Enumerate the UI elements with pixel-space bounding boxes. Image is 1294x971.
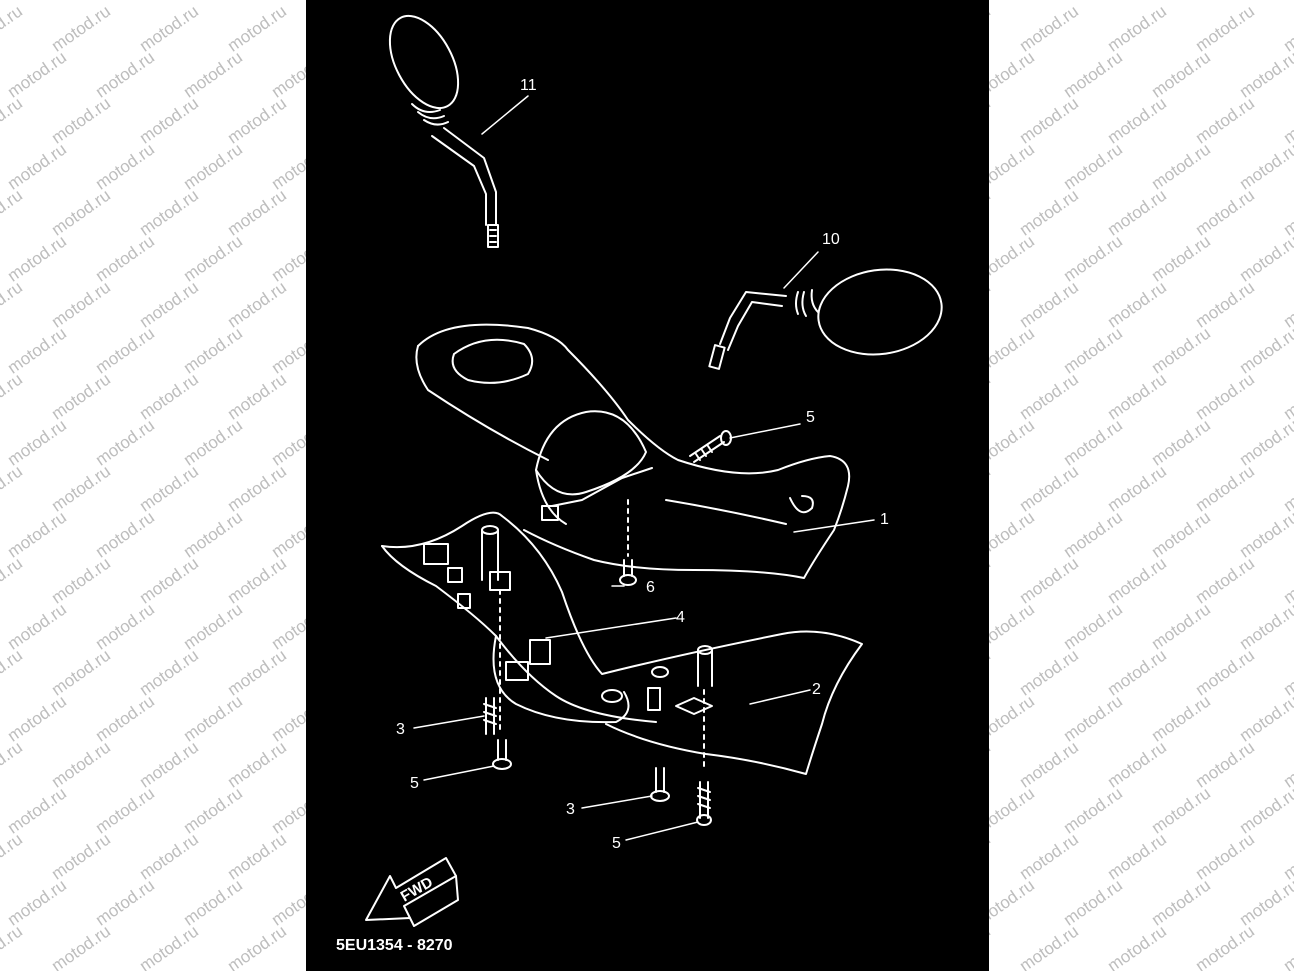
bolt-middle-part: [619, 499, 637, 586]
watermark-text: motod.ru: [0, 645, 26, 700]
watermark-text: motod.ru: [0, 93, 26, 148]
lower-cover-part: [381, 511, 863, 775]
watermark-text: motod.ru: [1192, 921, 1258, 971]
watermark-text: motod.ru: [136, 921, 202, 971]
parts-diagram: [365, 14, 943, 927]
watermark-text: motod.ru: [0, 829, 26, 884]
screws-bottom-part: [650, 767, 712, 826]
diagram-code: 5EU1354 - 8270: [336, 937, 453, 954]
screws-left-part: [483, 697, 512, 770]
callout-2: 2: [812, 681, 821, 698]
upper-cover-part: [415, 323, 851, 579]
mirror-right-part: [708, 268, 943, 370]
watermark-text: motod.ru: [0, 737, 26, 792]
watermark-text: motod.ru: [1104, 921, 1170, 971]
watermark-text: motod.ru: [0, 277, 26, 332]
callout-10: 10: [822, 231, 840, 248]
watermark-text: motod.ru: [0, 369, 26, 424]
watermark-text: motod.ru: [0, 921, 26, 971]
watermark-text: motod.ru: [0, 461, 26, 516]
screw-top-part: [689, 430, 732, 463]
watermark-text: motod.ru: [48, 921, 114, 971]
parts-diagram-panel: 11 10 5 1 6 4 2 3 5 3 5 FWD 5EU1354 - 82…: [306, 0, 989, 971]
callout-3-bottom: 3: [566, 801, 575, 818]
watermark-text: motod.ru: [1016, 921, 1082, 971]
callout-4: 4: [676, 609, 685, 626]
watermark-text: motod.ru: [0, 553, 26, 608]
callout-3-left: 3: [396, 721, 405, 738]
callout-1: 1: [880, 511, 889, 528]
callout-5-top: 5: [806, 409, 815, 426]
watermark-text: motod.ru: [0, 1, 26, 56]
callout-5-bottom: 5: [612, 835, 621, 852]
callout-11: 11: [520, 77, 537, 94]
watermark-text: motod.ru: [224, 921, 290, 971]
mirror-left-part: [388, 14, 499, 248]
leader-lines: [413, 95, 875, 841]
watermark-text: motod.ru: [0, 185, 26, 240]
fwd-arrow: [365, 857, 459, 927]
callout-5-left: 5: [410, 775, 419, 792]
watermark-text: motod.ru: [1280, 921, 1294, 971]
callout-6: 6: [646, 579, 655, 596]
